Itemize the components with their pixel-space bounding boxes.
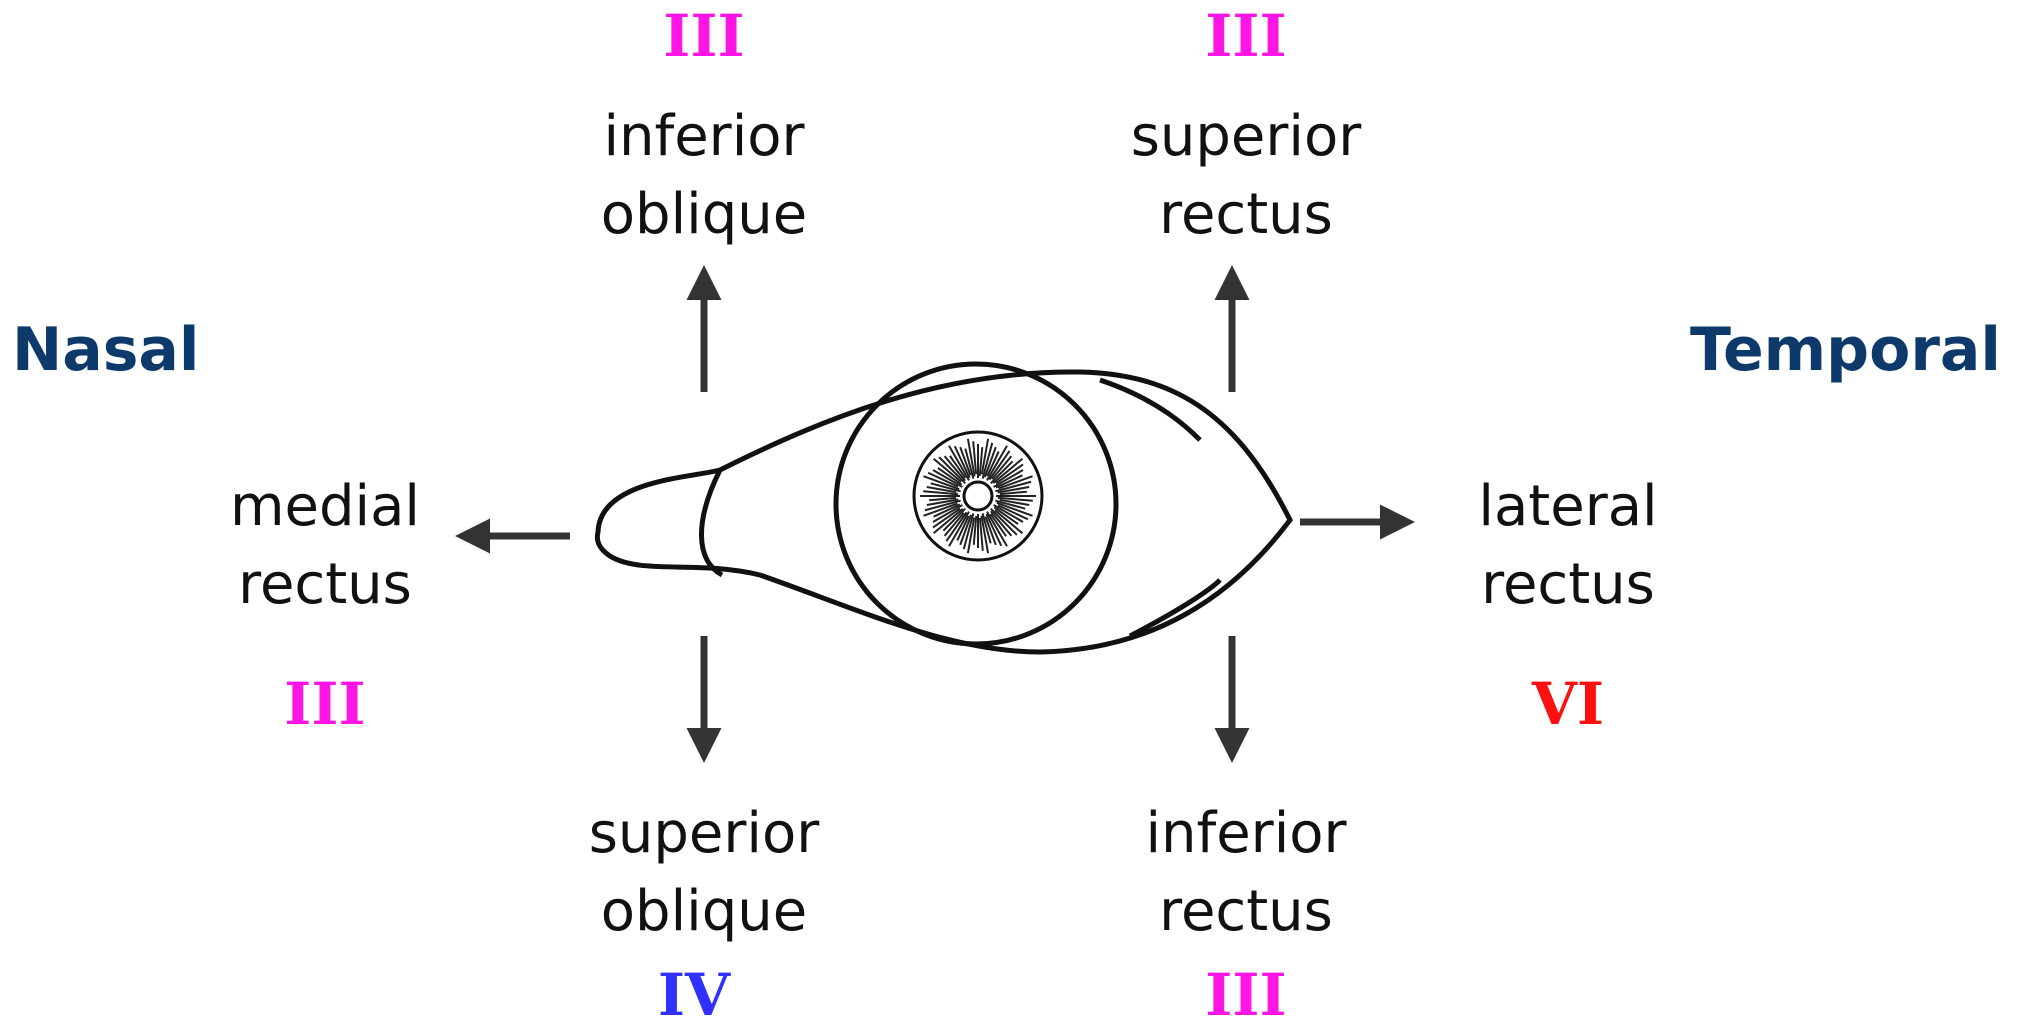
nerve-inferior-rectus: III [1146,963,1346,1023]
muscle-lateral-rectus-line2: rectus [1428,546,1708,624]
muscle-inferior-rectus-line1: inferior [1086,795,1406,873]
muscle-superior-oblique-line1: superior [544,795,864,873]
muscle-superior-rectus-line2: rectus [1096,176,1396,254]
nerve-lateral-rectus: VI [1468,672,1668,736]
muscle-medial-rectus-line1: medial [185,468,465,546]
muscle-superior-oblique: superior oblique [544,795,864,951]
nerve-superior-rectus: III [1146,4,1346,68]
muscle-medial-rectus: medial rectus [185,468,465,624]
muscle-superior-oblique-line2: oblique [544,873,864,951]
sclera-upper-right [1100,380,1200,440]
muscle-superior-rectus: superior rectus [1096,98,1396,254]
muscle-inferior-oblique-line1: inferior [554,98,854,176]
muscle-inferior-rectus: inferior rectus [1086,795,1406,951]
muscle-lateral-rectus: lateral rectus [1428,468,1708,624]
muscle-lateral-rectus-line1: lateral [1428,468,1708,546]
muscle-inferior-rectus-line2: rectus [1086,873,1406,951]
sclera-lower-right [1130,580,1220,636]
muscle-medial-rectus-line2: rectus [185,546,465,624]
muscle-inferior-oblique-line2: oblique [554,176,854,254]
nerve-superior-oblique: IV [594,963,794,1023]
caruncle-line [701,470,722,575]
muscle-inferior-oblique: inferior oblique [554,98,854,254]
nerve-medial-rectus: III [225,672,425,736]
muscle-superior-rectus-line1: superior [1096,98,1396,176]
pupil-center [964,482,992,510]
nasal-label: Nasal [12,315,199,385]
temporal-label: Temporal [1690,315,2001,385]
nerve-inferior-oblique: III [604,4,804,68]
pupil-group [914,432,1042,560]
